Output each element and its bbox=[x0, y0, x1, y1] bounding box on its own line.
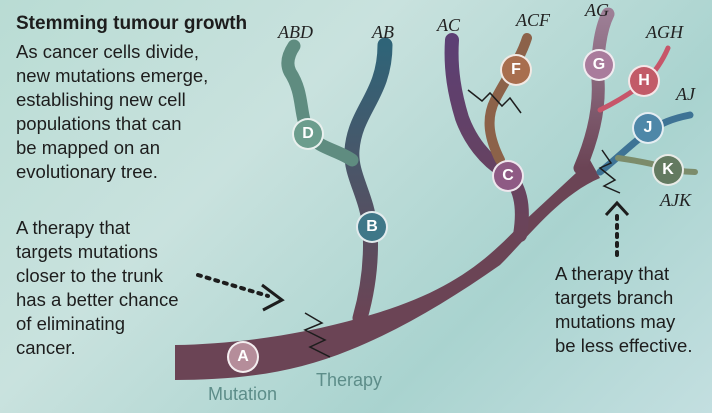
leaf-label-abd: ABD bbox=[278, 22, 313, 42]
node-a: A bbox=[227, 341, 259, 373]
mutation-caption: Mutation bbox=[208, 384, 278, 404]
intro-text: As cancer cells divide, new mutations em… bbox=[16, 41, 209, 182]
leaf-label-aj: AJ bbox=[676, 84, 695, 104]
leaf-label-ac: AC bbox=[437, 15, 461, 35]
trunk-therapy-note: A therapy that targets mutations closer … bbox=[16, 217, 179, 358]
therapy-caption: Therapy bbox=[316, 370, 383, 390]
therapy-cut-aj bbox=[598, 149, 621, 194]
therapy-cut-trunk bbox=[303, 312, 331, 358]
ab-branch bbox=[344, 37, 393, 326]
arrow-to-trunk-head bbox=[261, 283, 285, 312]
leaf-label-ab: AB bbox=[372, 22, 394, 42]
leaf-label-ajk: AJK bbox=[660, 190, 691, 210]
trunk-branch bbox=[175, 160, 600, 380]
arrow-to-branch-head bbox=[604, 200, 630, 217]
diagram-title: Stemming tumour growth bbox=[16, 13, 248, 34]
node-b: B bbox=[356, 211, 388, 243]
leaf-label-acf: ACF bbox=[516, 10, 550, 30]
node-g: G bbox=[583, 49, 615, 81]
node-d: D bbox=[292, 118, 324, 150]
node-j: J bbox=[632, 112, 664, 144]
ac-branch bbox=[444, 33, 529, 242]
branch-therapy-note: A therapy that targets branch mutations … bbox=[555, 263, 693, 356]
node-k: K bbox=[652, 154, 684, 186]
node-f: F bbox=[500, 54, 532, 86]
arrow-to-trunk bbox=[196, 273, 270, 298]
node-h: H bbox=[628, 65, 660, 97]
leaf-label-ag: AG bbox=[585, 0, 609, 20]
therapy-cut-acf bbox=[467, 89, 522, 114]
ag-branch bbox=[573, 7, 615, 175]
leaf-label-agh: AGH bbox=[646, 22, 683, 42]
abd-branch bbox=[281, 39, 359, 167]
node-c: C bbox=[492, 160, 524, 192]
